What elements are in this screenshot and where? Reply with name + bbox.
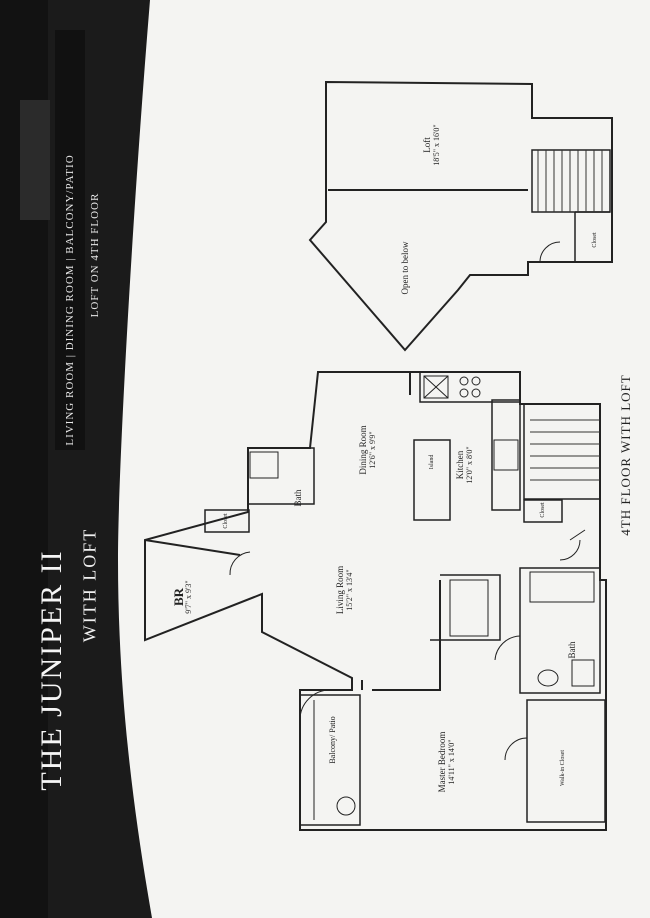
- room-name: Living Room: [335, 565, 345, 615]
- room-name: Dining Room: [358, 425, 368, 475]
- room-name: Closet: [592, 232, 598, 248]
- room-name: Open to below: [400, 241, 410, 295]
- room-open-to-below: Open to below: [400, 242, 410, 295]
- room-dining: Dining Room 12'6" x 9'9": [358, 425, 378, 474]
- room-walkin: Walk-in Closet: [558, 750, 568, 786]
- brochure-subtitle: WITH LOFT: [79, 527, 100, 643]
- room-name: Island: [429, 454, 435, 470]
- room-balcony: Balcony/ Patio: [328, 716, 338, 763]
- room-name: Closet: [223, 513, 229, 529]
- room-name: Closet: [540, 502, 546, 518]
- room-name: Balcony/ Patio: [328, 716, 337, 764]
- stair-treads: [530, 150, 603, 481]
- room-dims: 12'6" x 9'9": [368, 431, 377, 469]
- room-loft-closet: Closet: [590, 232, 600, 247]
- room-living: Living Room 15'2" x 13'4": [335, 566, 355, 614]
- banner-edge-shade: [0, 0, 48, 918]
- room-name: Walk-in Closet: [560, 749, 566, 787]
- features-line: LIVING ROOM | DINING ROOM | BALCONY/PATI…: [64, 154, 76, 446]
- room-dims: 18'5" x 16'0": [432, 124, 441, 166]
- room-loft: Loft 18'5" x 16'0": [422, 124, 442, 165]
- room-name: Kitchen: [455, 450, 465, 480]
- room-bath-2: Bath: [567, 642, 577, 659]
- room-kitchen: Kitchen 12'0" x 8'0": [455, 446, 475, 483]
- room-name: Bath: [567, 641, 577, 659]
- room-name: BR: [171, 587, 186, 607]
- room-name: Loft: [422, 137, 432, 153]
- walls: [144, 80, 613, 831]
- room-dims: 14'11" x 14'0": [447, 739, 456, 785]
- room-dims: 9'7" x 9'3": [184, 580, 193, 614]
- room-br: BR 9'7" x 9'3": [171, 580, 194, 614]
- room-name: Bath: [293, 489, 303, 507]
- loft-line: LOFT ON 4TH FLOOR: [89, 192, 101, 318]
- room-closet-main: Closet: [538, 502, 548, 517]
- room-master: Master Bedroom 14'11" x 14'0": [437, 732, 457, 793]
- banner-redaction: [55, 30, 85, 450]
- room-closet-br: Closet: [221, 513, 231, 528]
- brochure-title: THE JUNIPER II: [35, 549, 68, 791]
- floor-caption: 4TH FLOOR WITH LOFT: [618, 374, 633, 536]
- banner-smudge: [20, 100, 50, 220]
- room-dims: 12'0" x 8'0": [465, 446, 474, 484]
- kitchen-appliances: [423, 375, 519, 471]
- room-bath-1: Bath: [293, 490, 303, 507]
- room-island: Island: [427, 455, 437, 470]
- room-name: Master Bedroom: [437, 731, 447, 793]
- room-dims: 15'2" x 13'4": [345, 569, 354, 611]
